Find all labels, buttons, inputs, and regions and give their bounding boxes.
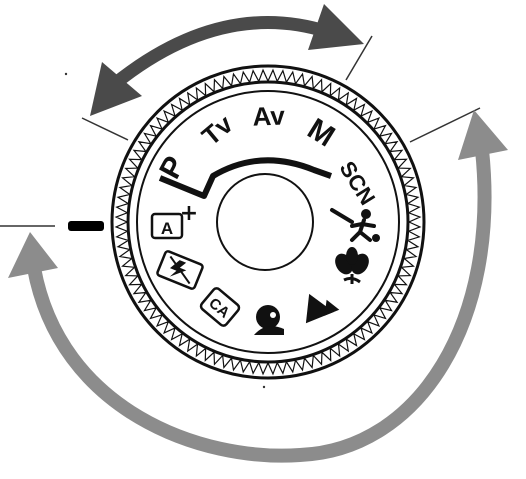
creative-auto-frame xyxy=(199,287,241,327)
auto-plus-letter: A xyxy=(161,219,173,238)
dial-center-hub xyxy=(216,173,314,271)
dial-inner-ring xyxy=(136,90,400,354)
plus-icon: + xyxy=(180,201,198,226)
flash-strike-icon xyxy=(169,255,191,285)
landscape-mountain-icon xyxy=(305,293,334,324)
mode-dial[interactable]: P Tv Av M SCN A + CA xyxy=(110,64,426,380)
mode-sports-icon[interactable] xyxy=(330,208,380,242)
arrowhead-left-up xyxy=(8,232,58,278)
mode-closeup-icon[interactable] xyxy=(332,247,373,284)
divider-line-top-left xyxy=(81,117,129,141)
sports-runner-body-icon xyxy=(350,218,376,242)
mode-auto-plus[interactable]: A + xyxy=(150,201,198,240)
dial-index-mark xyxy=(68,221,104,231)
arrowhead-left xyxy=(90,62,142,116)
speck-dot-top xyxy=(64,72,68,76)
portrait-head-icon xyxy=(256,305,280,329)
arrowhead-right-up xyxy=(458,110,508,160)
sports-ball-icon xyxy=(372,234,380,242)
flower-petal-top-icon xyxy=(346,247,358,265)
arrowhead-right xyxy=(308,4,364,50)
mode-creative-auto[interactable]: CA xyxy=(199,287,241,327)
landscape-peak-icon xyxy=(324,299,340,316)
flower-stem-icon xyxy=(343,274,361,284)
divider-line-top-right xyxy=(345,35,373,81)
basic-zone-double-arrow xyxy=(90,4,364,116)
sports-runner-head-icon xyxy=(361,209,371,219)
mode-label-av[interactable]: Av xyxy=(252,100,286,131)
mode-flash-off[interactable] xyxy=(156,250,204,290)
mode-portrait-icon[interactable] xyxy=(254,305,284,335)
speck-dot-bottom xyxy=(262,385,266,389)
divider-line-right xyxy=(409,107,481,143)
creative-zone-bracket xyxy=(158,157,332,199)
portrait-shoulder-icon xyxy=(254,326,284,335)
auto-plus-frame xyxy=(150,212,184,240)
creative-zone-sweep-arrow xyxy=(8,110,508,463)
sports-speed-line-icon xyxy=(330,208,354,224)
divider-lines xyxy=(0,35,481,227)
mode-landscape-icon[interactable] xyxy=(296,286,340,324)
portrait-eye-icon xyxy=(270,312,276,318)
